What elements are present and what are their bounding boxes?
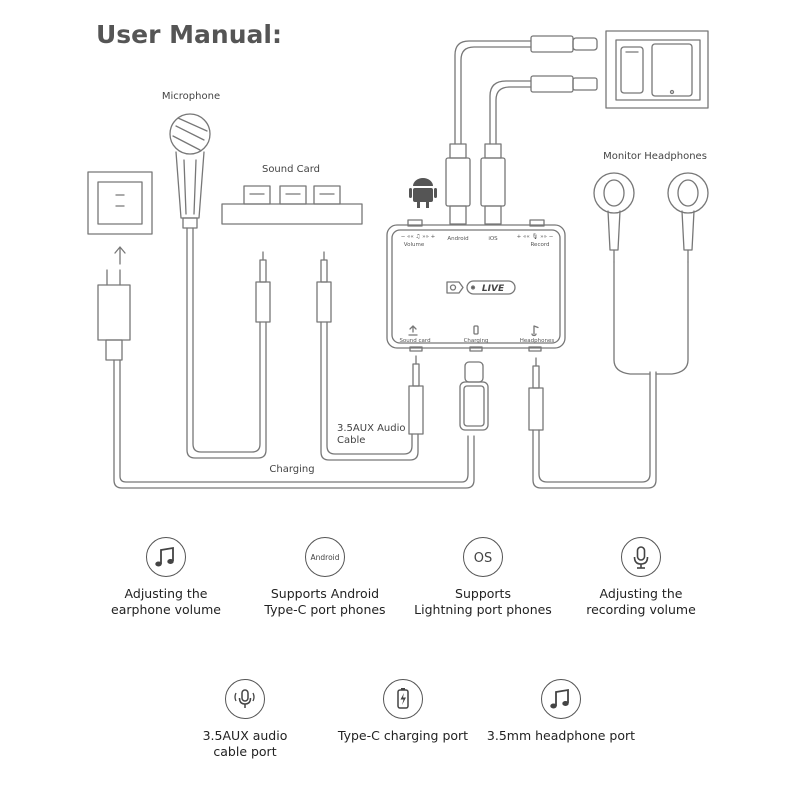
charging-cable bbox=[113, 359, 475, 489]
device-android-label: Android bbox=[447, 236, 468, 242]
feature-aux-port: 3.5AUX audio cable port bbox=[160, 679, 330, 759]
device-charging-label: Charging bbox=[464, 338, 489, 344]
feature-text: Type-C charging port bbox=[337, 728, 469, 743]
aux-plug-left bbox=[255, 251, 271, 323]
music-note-icon bbox=[146, 537, 186, 577]
sound-card-label: Sound Card bbox=[262, 164, 320, 175]
aux-cable-label-line: Cable bbox=[337, 435, 365, 446]
lightning-connector bbox=[480, 143, 506, 225]
sound-card-illustration bbox=[221, 185, 363, 225]
feature-text: 3.5mm headphone port bbox=[486, 728, 636, 743]
aux-cable-label-line: 3.5AUX Audio bbox=[337, 423, 406, 434]
lightning-cable-top bbox=[489, 75, 598, 145]
device-record-label: Record bbox=[530, 242, 549, 248]
type-c-plug bbox=[459, 361, 489, 431]
music-note-icon bbox=[541, 679, 581, 719]
page-title: User Manual: bbox=[96, 20, 282, 49]
svg-text:OS: OS bbox=[474, 551, 492, 566]
device-volume-controls: − «« ♫ »» + bbox=[401, 234, 436, 240]
ios-text-icon: OS bbox=[463, 537, 503, 577]
feature-text: Adjusting the recording volume bbox=[586, 586, 696, 617]
monitor-headphones-label: Monitor Headphones bbox=[603, 151, 707, 162]
device-volume-label: Volume bbox=[404, 242, 425, 248]
phone-tablet-icon bbox=[605, 30, 709, 109]
svg-text:Android: Android bbox=[311, 553, 340, 562]
android-robot-icon bbox=[409, 178, 437, 208]
power-adapter bbox=[97, 269, 131, 361]
microphone-illustration bbox=[169, 113, 267, 459]
aux-plug-bottom bbox=[408, 355, 424, 435]
type-c-cable-top bbox=[454, 35, 598, 145]
earbud-left-icon bbox=[593, 172, 651, 375]
feature-charging-port: Type-C charging port bbox=[318, 679, 488, 744]
type-c-connector bbox=[445, 143, 471, 225]
device-sound-card-label: Sound card bbox=[399, 338, 430, 344]
microphone-label: Microphone bbox=[162, 91, 220, 102]
feature-lightning-support: OS Supports Lightning port phones bbox=[398, 537, 568, 617]
charging-icon bbox=[383, 679, 423, 719]
feature-text: Adjusting the earphone volume bbox=[111, 586, 221, 617]
charging-label: Charging bbox=[269, 464, 314, 475]
device-headphones-label: Headphones bbox=[520, 338, 555, 344]
arrow-up-icon bbox=[114, 246, 126, 265]
headphone-plug bbox=[528, 357, 544, 431]
mic-sound-icon bbox=[225, 679, 265, 719]
feature-earphone-volume: Adjusting the earphone volume bbox=[81, 537, 251, 617]
device-live-label: LIVE bbox=[482, 284, 505, 294]
connection-diagram: User Manual: bbox=[87, 20, 709, 489]
earbud-right-icon bbox=[655, 172, 709, 375]
feature-recording-volume: Adjusting the recording volume bbox=[556, 537, 726, 617]
device-ios-label: iOS bbox=[488, 236, 498, 242]
feature-headphone-port: 3.5mm headphone port bbox=[476, 679, 646, 744]
feature-text: Supports Android Type-C port phones bbox=[264, 586, 386, 617]
headphone-cable bbox=[532, 371, 657, 489]
microphone-icon bbox=[621, 537, 661, 577]
live-adapter-device bbox=[386, 219, 566, 352]
feature-text: 3.5AUX audio cable port bbox=[202, 728, 288, 759]
device-record-controls: + «« 🎙 »» − bbox=[517, 233, 554, 240]
aux-cable bbox=[320, 321, 419, 461]
wall-socket-icon bbox=[87, 171, 153, 235]
aux-plug-right bbox=[316, 251, 332, 323]
feature-android-support: Android Supports Android Type-C port pho… bbox=[240, 537, 410, 617]
feature-text: Supports Lightning port phones bbox=[414, 586, 552, 617]
android-text-icon: Android bbox=[305, 537, 345, 577]
